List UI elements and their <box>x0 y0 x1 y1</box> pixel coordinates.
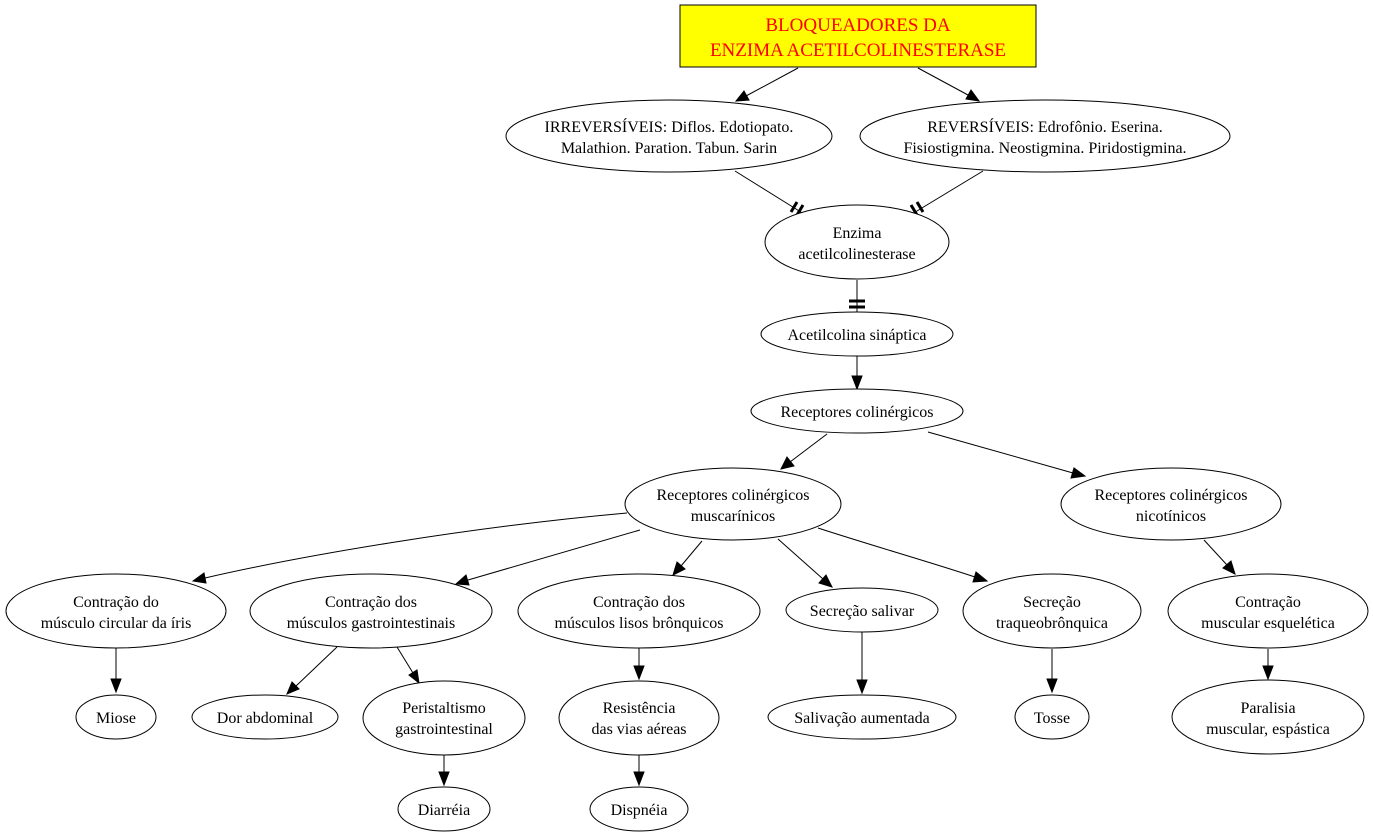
edge-muscarinicos-iris <box>204 512 628 579</box>
node-muscarinicos: Receptores colinérgicos muscarínicos <box>624 467 842 541</box>
arrowhead-icon <box>408 669 420 685</box>
edge-muscarinicos-salivar <box>777 538 824 580</box>
title-line-1: BLOQUEADORES DA <box>765 15 951 36</box>
arrowhead-icon <box>191 572 207 584</box>
node-label-line-1: REVERSÍVEIS: Edrofônio. Eserina. <box>927 117 1163 136</box>
node-salivar: Secreção salivar <box>785 587 939 633</box>
node-label-line-1: Dispnéia <box>611 802 668 819</box>
node-label-line-2: músculos lisos brônquicos <box>555 615 724 632</box>
node-label-line-1: Contração do <box>73 594 159 611</box>
node-dispneia: Dispnéia <box>589 786 689 832</box>
node-label-line-2: das vias aéreas <box>591 721 686 738</box>
edge-muscarinicos-gastro <box>467 529 641 581</box>
node-label-line-1: Diarréia <box>418 802 470 819</box>
edge-receptores-nicotinicos <box>927 431 1074 474</box>
arrowhead-icon <box>1222 560 1236 575</box>
node-label-line-2: nicotínicos <box>1136 508 1206 525</box>
node-label-line-2: acetilcolinesterase <box>798 246 915 263</box>
node-traqueo: Secreção traqueobrônquica <box>962 573 1142 649</box>
arrowhead-icon <box>1070 467 1087 479</box>
node-dor-abdominal: Dor abdominal <box>191 694 339 740</box>
node-label-line-1: Secreção <box>1023 594 1081 611</box>
node-acetilcolina: Acetilcolina sináptica <box>760 311 954 357</box>
node-label-line-1: IRREVERSÍVEIS: Diflos. Edotiopato. <box>545 117 794 136</box>
arrowhead-icon <box>454 574 470 586</box>
arrowhead-icon <box>438 771 450 787</box>
arrowhead-icon <box>286 681 300 695</box>
node-resistencia: Resistência das vias aéreas <box>558 680 720 756</box>
node-label-line-1: Acetilcolina sináptica <box>787 327 926 344</box>
edge-muscarinicos-traqueo <box>817 527 976 578</box>
node-label-line-1: Contração dos <box>593 594 685 611</box>
arrowhead-icon <box>780 456 795 470</box>
node-label-line-1: Receptores colinérgicos <box>657 487 810 504</box>
node-label-line-2: gastrointestinal <box>395 721 493 738</box>
arrowhead-icon <box>856 679 868 695</box>
arrowhead-icon <box>965 89 981 102</box>
node-reversiveis: REVERSÍVEIS: Edrofônio. Eserina. Fisiost… <box>859 99 1231 173</box>
arrowhead-icon <box>851 375 863 391</box>
node-paralisia: Paralisia muscular, espástica <box>1171 679 1365 755</box>
node-label-line-1: Peristaltismo <box>402 700 486 717</box>
node-label-line-1: Paralisia <box>1240 700 1295 717</box>
node-enzima: Enzima acetilcolinesterase <box>764 204 950 280</box>
node-salivacao: Salivação aumentada <box>767 694 957 740</box>
node-label-line-1: Contração <box>1235 594 1301 611</box>
edge-reversiveis-enzima <box>911 170 984 215</box>
node-esqueletica: Contração muscular esquelética <box>1167 573 1369 649</box>
arrowhead-icon <box>818 574 833 588</box>
node-label-line-1: Tosse <box>1034 710 1070 727</box>
title-box <box>679 4 1037 68</box>
node-bronquicos: Contração dos músculos lisos brônquicos <box>517 573 761 649</box>
node-label-line-1: Secreção salivar <box>810 603 915 620</box>
arrowhead-icon <box>972 571 989 583</box>
edge-nicotinicos-esqueletica <box>1203 539 1228 566</box>
arrowhead-icon <box>633 665 645 681</box>
node-peristaltismo: Peristaltismo gastrointestinal <box>362 680 526 756</box>
node-miose: Miose <box>75 694 157 740</box>
edge-receptores-muscarinicos <box>789 433 828 463</box>
arrowhead-icon <box>734 90 750 102</box>
edge-muscarinicos-bronquicos <box>680 540 703 567</box>
arrowhead-icon <box>1262 665 1274 681</box>
title-node: BLOQUEADORES DA ENZIMA ACETILCOLINESTERA… <box>679 4 1037 68</box>
node-label-line-1: Dor abdominal <box>217 710 314 727</box>
node-nicotinicos: Receptores colinérgicos nicotínicos <box>1060 467 1282 541</box>
node-label-line-1: Contração dos <box>325 594 417 611</box>
node-label-line-1: Receptores colinérgicos <box>781 404 934 421</box>
node-label-line-2: Malathion. Paration. Tabun. Sarin <box>561 140 777 157</box>
arrowhead-icon <box>110 678 122 694</box>
node-receptores: Receptores colinérgicos <box>750 388 964 434</box>
arrowhead-icon <box>1046 678 1058 694</box>
nodes: BLOQUEADORES DA ENZIMA ACETILCOLINESTERA… <box>5 4 1369 832</box>
node-label-line-1: Enzima <box>833 225 882 242</box>
edge-title-irreversiveis <box>745 67 799 97</box>
title-line-2: ENZIMA ACETILCOLINESTERASE <box>710 40 1006 61</box>
node-label-line-2: Fisiostigmina. Neostigmina. Piridostigmi… <box>903 140 1186 157</box>
node-irreversiveis: IRREVERSÍVEIS: Diflos. Edotiopato. Malat… <box>505 99 833 173</box>
arrowhead-icon <box>672 561 686 576</box>
node-label-line-1: Miose <box>96 710 136 727</box>
arrowhead-icon <box>633 771 645 787</box>
node-label-line-2: muscular, espástica <box>1206 721 1330 738</box>
node-gastro: Contração dos músculos gastrointestinais <box>249 573 493 649</box>
node-diarreia: Diarréia <box>397 786 491 832</box>
edge-gastro-peristaltismo <box>396 646 414 674</box>
node-label-line-2: traqueobrônquica <box>996 615 1108 632</box>
node-label-line-1: Salivação aumentada <box>794 710 930 727</box>
tee-inhibit-icon <box>789 201 799 213</box>
tee-inhibit-icon <box>915 201 925 213</box>
node-label-line-1: Resistência <box>603 700 676 717</box>
node-tosse: Tosse <box>1014 694 1090 740</box>
node-iris: Contração do músculo circular da íris <box>5 573 227 649</box>
node-label-line-2: muscarínicos <box>691 508 775 525</box>
node-label-line-2: muscular esquelética <box>1201 615 1335 632</box>
edges <box>110 67 1274 787</box>
node-label-line-1: Receptores colinérgicos <box>1095 487 1248 504</box>
node-label-line-2: músculos gastrointestinais <box>287 615 455 632</box>
edge-title-reversiveis <box>917 67 969 96</box>
node-label-line-2: músculo circular da íris <box>41 615 192 632</box>
edge-gastro-dor <box>295 646 338 687</box>
